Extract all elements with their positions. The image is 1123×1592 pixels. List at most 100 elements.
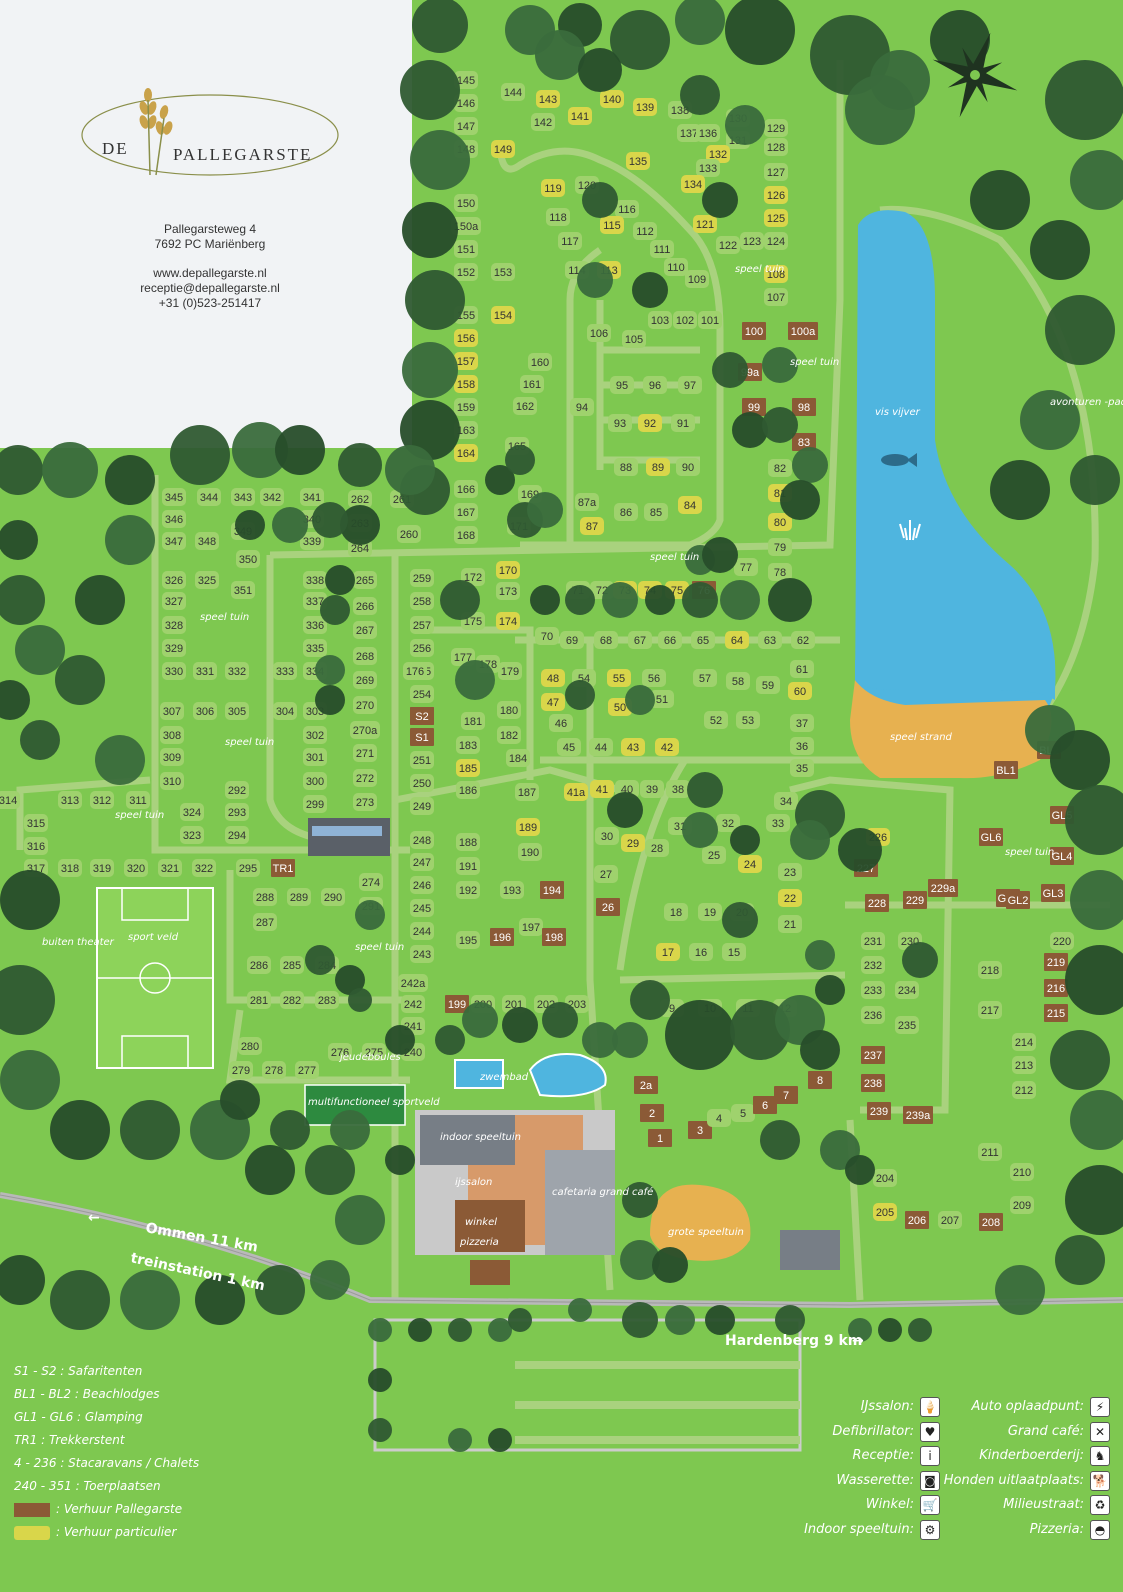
pitch-29[interactable]: 29 — [621, 834, 645, 852]
pitch-154[interactable]: 154 — [491, 306, 515, 324]
pitch-181[interactable]: 181 — [461, 712, 485, 730]
pitch-162[interactable]: 162 — [513, 397, 537, 415]
pitch-179[interactable]: 179 — [498, 662, 522, 680]
pitch-180[interactable]: 180 — [497, 701, 521, 719]
pitch-301[interactable]: 301 — [303, 748, 327, 766]
pitch-60[interactable]: 60 — [788, 682, 812, 700]
pitch-280[interactable]: 280 — [238, 1037, 262, 1055]
pitch-94[interactable]: 94 — [570, 398, 594, 416]
pitch-215[interactable]: 215 — [1044, 1004, 1068, 1022]
pitch-254[interactable]: 254 — [410, 685, 434, 703]
pitch-192[interactable]: 192 — [456, 881, 480, 899]
pitch-52[interactable]: 52 — [704, 711, 728, 729]
pitch-315[interactable]: 315 — [24, 814, 48, 832]
pitch-208[interactable]: 208 — [979, 1213, 1003, 1231]
pitch-65[interactable]: 65 — [691, 631, 715, 649]
pitch-235[interactable]: 235 — [895, 1016, 919, 1034]
pitch-25[interactable]: 25 — [702, 846, 726, 864]
pitch-118[interactable]: 118 — [546, 208, 570, 226]
pitch-47[interactable]: 47 — [541, 693, 565, 711]
pitch-190[interactable]: 190 — [518, 843, 542, 861]
pitch-248[interactable]: 248 — [410, 831, 434, 849]
pitch-308[interactable]: 308 — [160, 726, 184, 744]
pitch-343[interactable]: 343 — [231, 488, 255, 506]
pitch-238[interactable]: 238 — [861, 1074, 885, 1092]
pitch-124[interactable]: 124 — [764, 232, 788, 250]
pitch-335[interactable]: 335 — [303, 639, 327, 657]
pitch-41a[interactable]: 41a — [564, 783, 588, 801]
pitch-199[interactable]: 199 — [445, 995, 469, 1013]
pitch-336[interactable]: 336 — [303, 616, 327, 634]
pitch-117[interactable]: 117 — [558, 232, 582, 250]
pitch-19[interactable]: 19 — [698, 903, 722, 921]
pitch-161[interactable]: 161 — [520, 375, 544, 393]
pitch-228[interactable]: 228 — [865, 894, 889, 912]
pitch-242[interactable]: 242 — [401, 995, 425, 1013]
pitch-204[interactable]: 204 — [873, 1169, 897, 1187]
pitch-107[interactable]: 107 — [764, 288, 788, 306]
pitch-292[interactable]: 292 — [225, 781, 249, 799]
pitch-167[interactable]: 167 — [454, 503, 478, 521]
pitch-158[interactable]: 158 — [454, 375, 478, 393]
pitch-309[interactable]: 309 — [160, 748, 184, 766]
pitch-281[interactable]: 281 — [247, 991, 271, 1009]
pitch-88[interactable]: 88 — [614, 458, 638, 476]
pitch-184[interactable]: 184 — [506, 749, 530, 767]
pitch-18[interactable]: 18 — [664, 903, 688, 921]
pitch-105[interactable]: 105 — [622, 330, 646, 348]
pitch-144[interactable]: 144 — [501, 83, 525, 101]
pitch-232[interactable]: 232 — [861, 956, 885, 974]
pitch-316[interactable]: 316 — [24, 837, 48, 855]
pitch-234[interactable]: 234 — [895, 981, 919, 999]
pitch-77[interactable]: 77 — [734, 558, 758, 576]
pitch-274[interactable]: 274 — [359, 873, 383, 891]
pitch-260[interactable]: 260 — [397, 525, 421, 543]
pitch-89[interactable]: 89 — [646, 458, 670, 476]
pitch-285[interactable]: 285 — [280, 956, 304, 974]
pitch-8[interactable]: 8 — [808, 1071, 832, 1089]
pitch-277[interactable]: 277 — [295, 1061, 319, 1079]
pitch-256[interactable]: 256 — [410, 639, 434, 657]
pitch-196[interactable]: 196 — [490, 928, 514, 946]
pitch-79[interactable]: 79 — [768, 538, 792, 556]
pitch-108[interactable]: 108 — [764, 265, 788, 283]
pitch-214[interactable]: 214 — [1012, 1033, 1036, 1051]
pitch-311[interactable]: 311 — [126, 791, 150, 809]
pitch-246[interactable]: 246 — [410, 876, 434, 894]
pitch-307[interactable]: 307 — [160, 702, 184, 720]
pitch-27[interactable]: 27 — [594, 865, 618, 883]
pitch-342[interactable]: 342 — [260, 488, 284, 506]
pitch-6[interactable]: 6 — [753, 1096, 777, 1114]
pitch-321[interactable]: 321 — [158, 859, 182, 877]
pitch-286[interactable]: 286 — [247, 956, 271, 974]
pitch-111[interactable]: 111 — [650, 240, 674, 258]
pitch-1[interactable]: 1 — [648, 1129, 672, 1147]
pitch-244[interactable]: 244 — [410, 922, 434, 940]
pitch-38[interactable]: 38 — [666, 780, 690, 798]
pitch-249[interactable]: 249 — [410, 797, 434, 815]
pitch-33[interactable]: 33 — [766, 814, 790, 832]
pitch-16[interactable]: 16 — [689, 943, 713, 961]
pitch-115[interactable]: 115 — [600, 216, 624, 234]
pitch-194[interactable]: 194 — [540, 881, 564, 899]
pitch-5[interactable]: 5 — [731, 1104, 755, 1122]
pitch-313[interactable]: 313 — [58, 791, 82, 809]
pitch-103[interactable]: 103 — [648, 311, 672, 329]
pitch-231[interactable]: 231 — [861, 932, 885, 950]
address-website[interactable]: www.depallegarste.nl — [153, 266, 267, 280]
pitch-320[interactable]: 320 — [124, 859, 148, 877]
pitch-328[interactable]: 328 — [162, 616, 186, 634]
pitch-45[interactable]: 45 — [557, 738, 581, 756]
pitch-350[interactable]: 350 — [236, 550, 260, 568]
pitch-48[interactable]: 48 — [541, 669, 565, 687]
pitch-330[interactable]: 330 — [162, 662, 186, 680]
pitch-333[interactable]: 333 — [273, 662, 297, 680]
pitch-266[interactable]: 266 — [353, 597, 377, 615]
pitch-4[interactable]: 4 — [707, 1109, 731, 1127]
pitch-300[interactable]: 300 — [303, 772, 327, 790]
pitch-87[interactable]: 87 — [580, 517, 604, 535]
pitch-28[interactable]: 28 — [645, 839, 669, 857]
pitch-24[interactable]: 24 — [738, 855, 762, 873]
pitch-270a[interactable]: 270a — [350, 721, 380, 739]
pitch-100[interactable]: 100 — [742, 322, 766, 340]
